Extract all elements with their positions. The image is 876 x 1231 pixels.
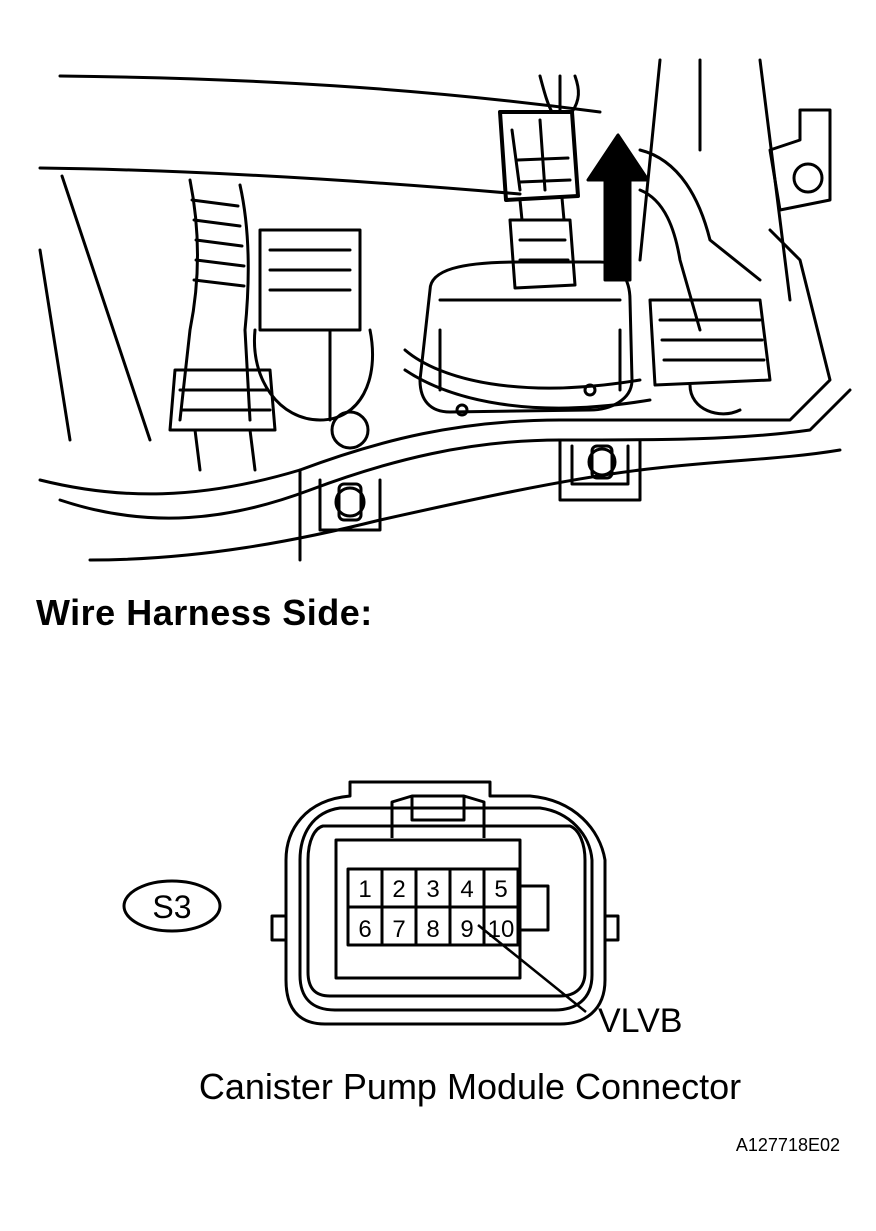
pin-4-label: 4 bbox=[460, 876, 473, 903]
side-lug-left bbox=[270, 914, 286, 942]
figure-id: A127718E02 bbox=[735, 1135, 840, 1155]
pin-3-label: 3 bbox=[426, 876, 439, 903]
pin-8-label: 8 bbox=[426, 916, 439, 943]
connector-code-oval bbox=[122, 879, 222, 933]
connector-inner-rim bbox=[298, 806, 594, 1012]
connector-caption: Canister Pump Module Connector bbox=[198, 1066, 742, 1107]
section-heading: Wire Harness Side: bbox=[36, 592, 373, 633]
connector-housing bbox=[284, 780, 607, 1026]
terminal-leader-line bbox=[477, 924, 587, 1013]
connector-diagram: 1 2 3 4 5 6 7 8 9 10 VLVB S3 bbox=[122, 780, 682, 1040]
pin-5-label: 5 bbox=[494, 876, 507, 903]
latch-window bbox=[520, 884, 550, 932]
pin-7-label: 7 bbox=[392, 916, 405, 943]
pin-1-label: 1 bbox=[358, 876, 371, 903]
locking-tab bbox=[390, 794, 486, 838]
pin-9-label: 9 bbox=[460, 916, 473, 943]
pin-10-label: 10 bbox=[488, 916, 515, 943]
terminal-label: VLVB bbox=[598, 1002, 682, 1040]
engine-bay-illustration bbox=[38, 58, 852, 562]
pin-6-label: 6 bbox=[358, 916, 371, 943]
side-lug-right bbox=[605, 914, 620, 942]
connector-code: S3 bbox=[152, 889, 191, 925]
pin-2-label: 2 bbox=[392, 876, 405, 903]
